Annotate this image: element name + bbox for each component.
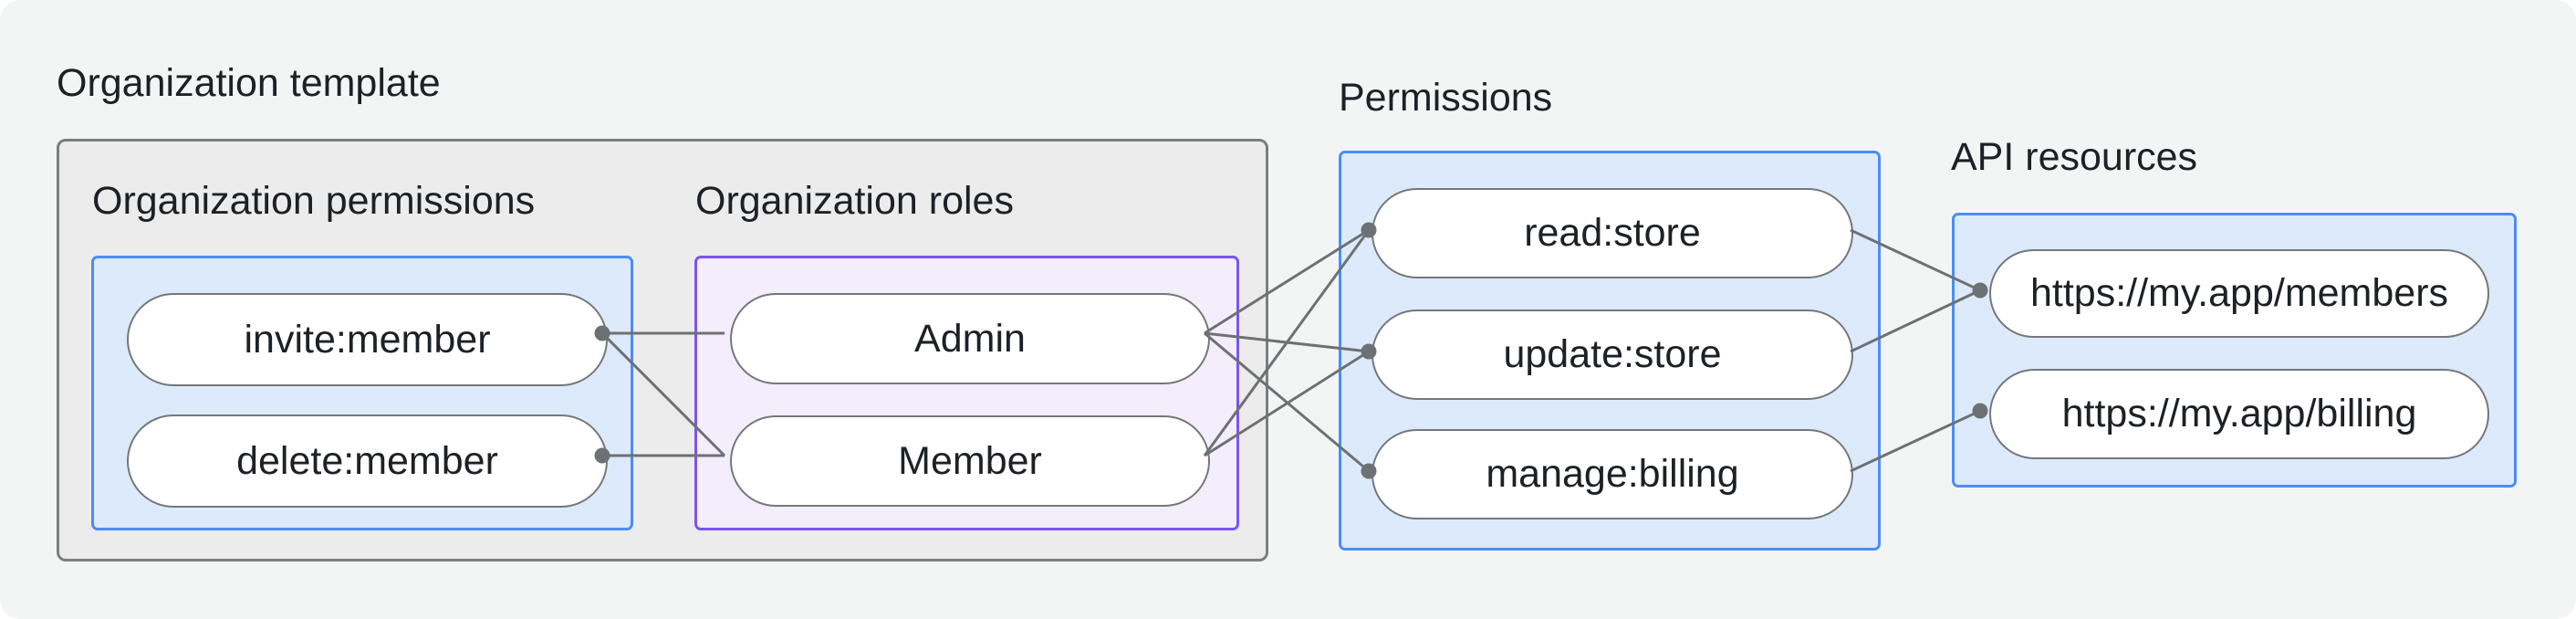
node-invite-member: invite:member (127, 293, 608, 386)
node-delete-member-label: delete:member (236, 438, 498, 483)
node-delete-member: delete:member (127, 414, 608, 508)
organization-roles-box: Admin Member (694, 256, 1239, 530)
node-update-store-label: update:store (1503, 332, 1722, 376)
node-api-billing: https://my.app/billing (1989, 369, 2489, 459)
organization-permissions-box: invite:member delete:member (91, 256, 633, 530)
api-resources-box: https://my.app/members https://my.app/bi… (1952, 213, 2517, 488)
permissions-label: Permissions (1339, 76, 1553, 120)
node-manage-billing-label: manage:billing (1486, 452, 1739, 496)
api-resources-label: API resources (1951, 135, 2198, 179)
node-admin: Admin (730, 293, 1210, 384)
permissions-box: read:store update:store manage:billing (1339, 151, 1881, 551)
node-member-label: Member (898, 438, 1042, 483)
node-invite-member-label: invite:member (244, 317, 491, 362)
node-api-members-label: https://my.app/members (2029, 271, 2449, 315)
node-member: Member (730, 415, 1210, 507)
organization-template-box: Organization permissions invite:member d… (57, 139, 1268, 561)
organization-template-label: Organization template (57, 61, 441, 105)
node-api-billing-label: https://my.app/billing (2061, 392, 2417, 435)
node-manage-billing: manage:billing (1371, 429, 1853, 519)
node-update-store: update:store (1371, 310, 1853, 400)
node-admin-label: Admin (914, 316, 1026, 361)
organization-roles-label: Organization roles (695, 179, 1014, 223)
organization-permissions-label: Organization permissions (92, 179, 536, 223)
node-read-store: read:store (1371, 188, 1853, 278)
node-api-members: https://my.app/members (1989, 249, 2489, 338)
node-read-store-label: read:store (1524, 211, 1701, 255)
